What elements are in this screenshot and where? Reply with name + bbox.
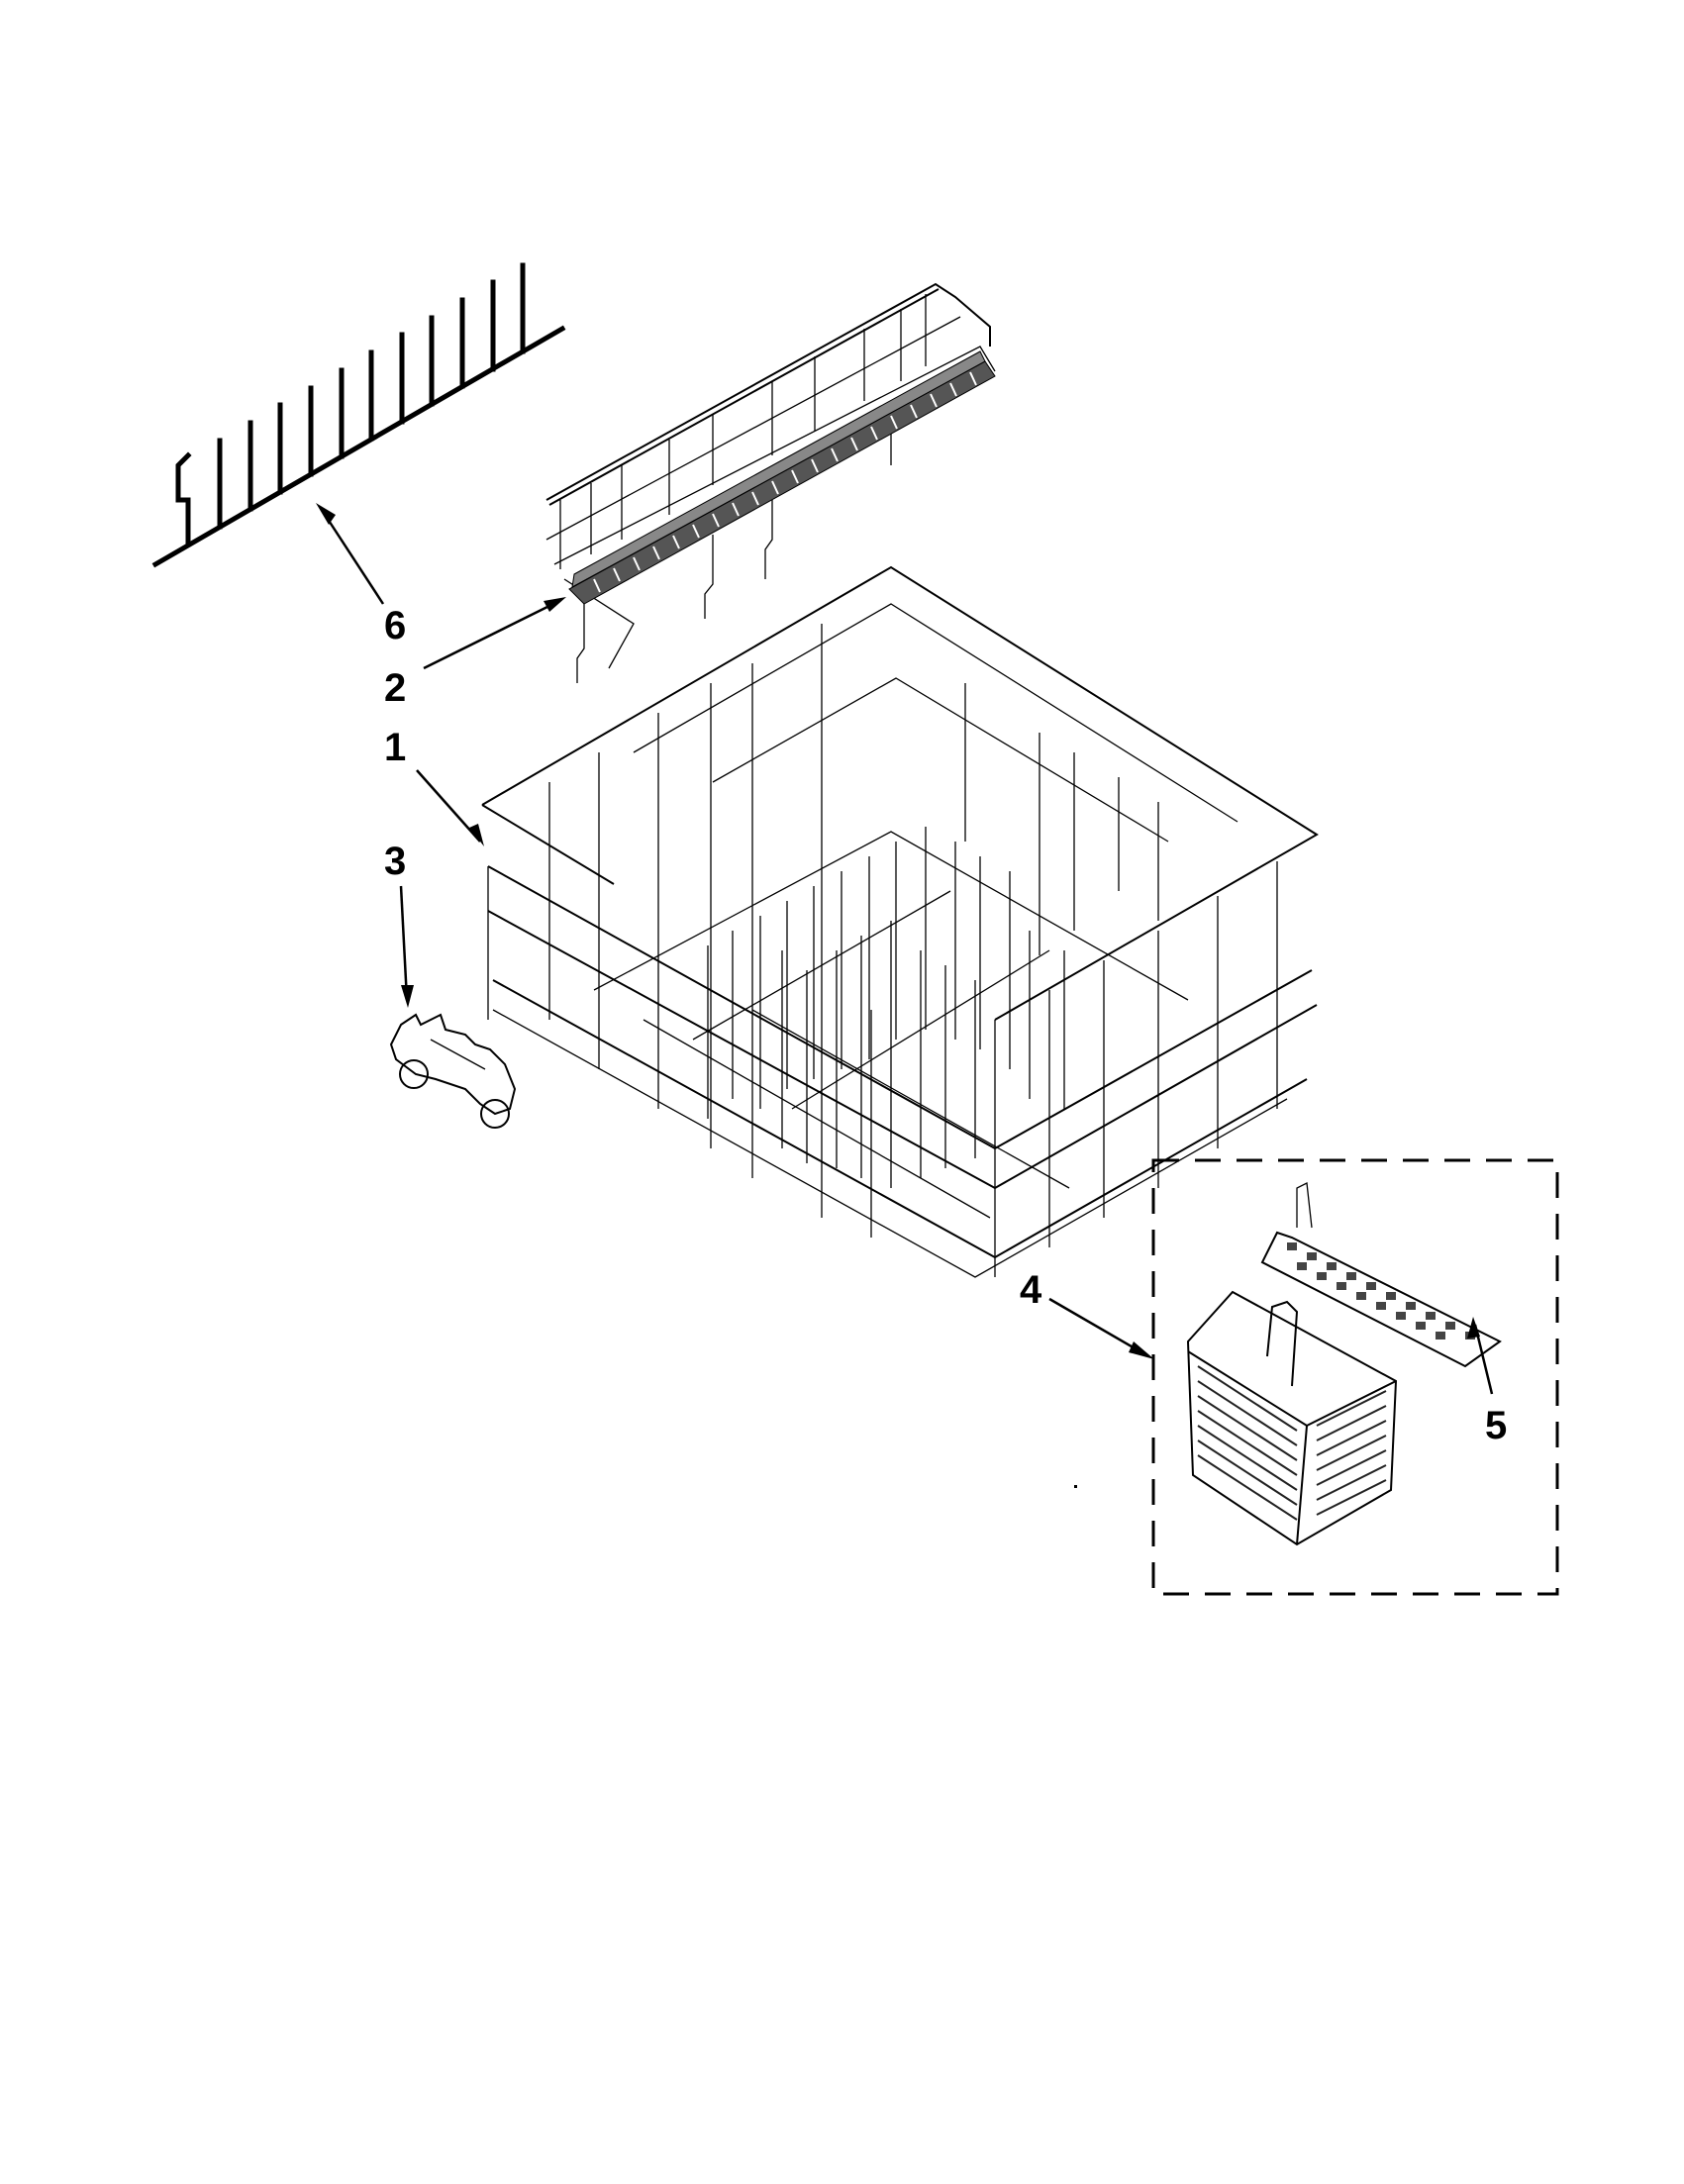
lower-rack-part [481,565,1319,1278]
basket-lid-part [1260,1182,1502,1368]
stray-dot [1074,1485,1077,1488]
tine-row-part [151,262,566,568]
callout-1: 1 [384,726,407,769]
fold-down-tine-shelf-part [545,282,996,683]
leader-1 [416,769,484,846]
leader-5 [1467,1317,1494,1395]
callout-5: 5 [1485,1404,1508,1447]
leader-6 [316,503,385,605]
callout-2: 2 [384,666,407,710]
leader-2 [423,597,566,670]
callout-6: 6 [384,604,407,647]
silverware-basket-part [1186,1290,1398,1546]
leader-3 [399,885,414,1008]
callout-4: 4 [1020,1268,1042,1312]
callout-3: 3 [384,840,407,883]
group-box [1151,1158,1559,1596]
leader-4 [1048,1297,1154,1359]
rack-wheel-clip-part [389,1013,517,1129]
